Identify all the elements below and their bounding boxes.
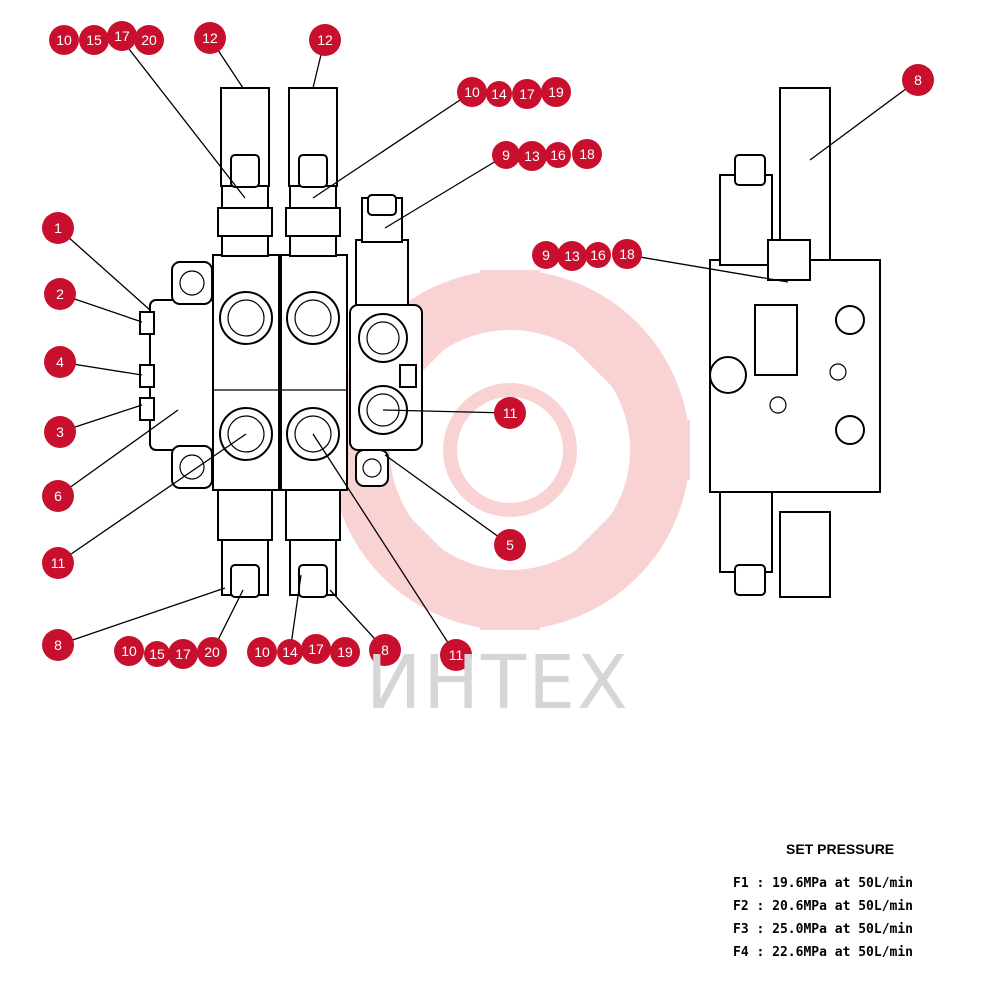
svg-text:3: 3 (56, 424, 64, 440)
svg-text:10: 10 (464, 84, 480, 100)
svg-text:19: 19 (548, 84, 564, 100)
callout-12-left: 12 (194, 22, 226, 54)
pressure-row-f2: F2 : 20.6MPa at 50L/min (733, 899, 914, 914)
callout-11-left: 11 (42, 547, 74, 579)
svg-text:11: 11 (503, 405, 518, 421)
svg-text:8: 8 (54, 637, 62, 653)
callout-20-bottom-left: 20 (197, 637, 227, 667)
svg-text:13: 13 (564, 248, 580, 264)
svg-text:11: 11 (51, 555, 66, 571)
svg-text:14: 14 (282, 644, 298, 660)
svg-text:14: 14 (491, 86, 507, 102)
svg-text:17: 17 (519, 86, 535, 102)
svg-text:8: 8 (914, 72, 922, 88)
callout-18-upper: 18 (572, 139, 602, 169)
callout-16-upper: 16 (545, 142, 571, 168)
callout-12-right: 12 (309, 24, 341, 56)
svg-text:11: 11 (449, 647, 464, 663)
callout-19-bottom-middle: 19 (330, 637, 360, 667)
pressure-row-f4: F4 : 22.6MPa at 50L/min (733, 945, 914, 960)
watermark-text: ИНТЕХ (366, 640, 630, 726)
callout-5: 5 (494, 529, 526, 561)
callout-19-top-middle: 19 (541, 77, 571, 107)
callout-8-bottom-left: 8 (42, 629, 74, 661)
end-cap (139, 261, 217, 489)
callout-8-bottom-middle: 8 (369, 634, 401, 666)
svg-text:17: 17 (114, 28, 130, 44)
callout-13-upper: 13 (517, 141, 547, 171)
inlet-section (349, 194, 423, 487)
set-pressure-title: SET PRESSURE (786, 841, 895, 857)
callout-17-bottom-middle: 17 (301, 634, 331, 664)
svg-text:15: 15 (86, 32, 102, 48)
svg-text:9: 9 (502, 147, 510, 163)
callout-8-side-view: 8 (902, 64, 934, 96)
callout-20-top-left: 20 (134, 25, 164, 55)
callout-14-top-middle: 14 (486, 81, 512, 107)
svg-text:2: 2 (56, 286, 64, 302)
svg-text:15: 15 (149, 646, 165, 662)
valve-section-2 (280, 87, 348, 598)
callout-16-side-view: 16 (585, 242, 611, 268)
svg-text:9: 9 (542, 247, 550, 263)
callout-10-bottom-left: 10 (114, 636, 144, 666)
callout-11-bottom: 11 (440, 639, 472, 671)
callout-17-bottom-left: 17 (168, 639, 198, 669)
svg-text:16: 16 (590, 247, 606, 263)
callout-17-top-left: 17 (107, 21, 137, 51)
callout-14-bottom-middle: 14 (277, 639, 303, 665)
callout-2: 2 (44, 278, 76, 310)
callout-17-top-middle: 17 (512, 79, 542, 109)
svg-text:4: 4 (56, 354, 64, 370)
svg-text:5: 5 (506, 537, 514, 553)
svg-text:12: 12 (317, 32, 333, 48)
callout-6: 6 (42, 480, 74, 512)
valve-side-view (709, 87, 881, 598)
svg-text:17: 17 (175, 646, 191, 662)
svg-text:10: 10 (121, 643, 137, 659)
svg-text:13: 13 (524, 148, 540, 164)
svg-text:10: 10 (56, 32, 72, 48)
svg-text:16: 16 (550, 147, 566, 163)
callout-18-side-view: 18 (612, 239, 642, 269)
svg-text:20: 20 (204, 644, 220, 660)
callout-11-right: 11 (494, 397, 526, 429)
svg-text:18: 18 (579, 146, 595, 162)
callout-10-top-middle: 10 (457, 77, 487, 107)
svg-text:20: 20 (141, 32, 157, 48)
callout-15-bottom-left: 15 (144, 641, 170, 667)
svg-text:19: 19 (337, 644, 353, 660)
pressure-row-f1: F1 : 19.6MPa at 50L/min (733, 876, 914, 891)
callout-9-side-view: 9 (532, 241, 560, 269)
svg-text:8: 8 (381, 642, 389, 658)
callout-1: 1 (42, 212, 74, 244)
callout-10-bottom-middle: 10 (247, 637, 277, 667)
callout-9-upper: 9 (492, 141, 520, 169)
pressure-row-f3: F3 : 25.0MPa at 50L/min (733, 922, 914, 937)
callout-4: 4 (44, 346, 76, 378)
callout-13-side-view: 13 (557, 241, 587, 271)
callout-15-top-left: 15 (79, 25, 109, 55)
svg-text:6: 6 (54, 488, 62, 504)
svg-text:12: 12 (202, 30, 218, 46)
svg-text:10: 10 (254, 644, 270, 660)
svg-text:1: 1 (54, 220, 62, 236)
svg-text:18: 18 (619, 246, 635, 262)
valve-section-1 (212, 87, 280, 598)
callout-10-top-left: 10 (49, 25, 79, 55)
svg-text:17: 17 (308, 641, 324, 657)
callout-3: 3 (44, 416, 76, 448)
